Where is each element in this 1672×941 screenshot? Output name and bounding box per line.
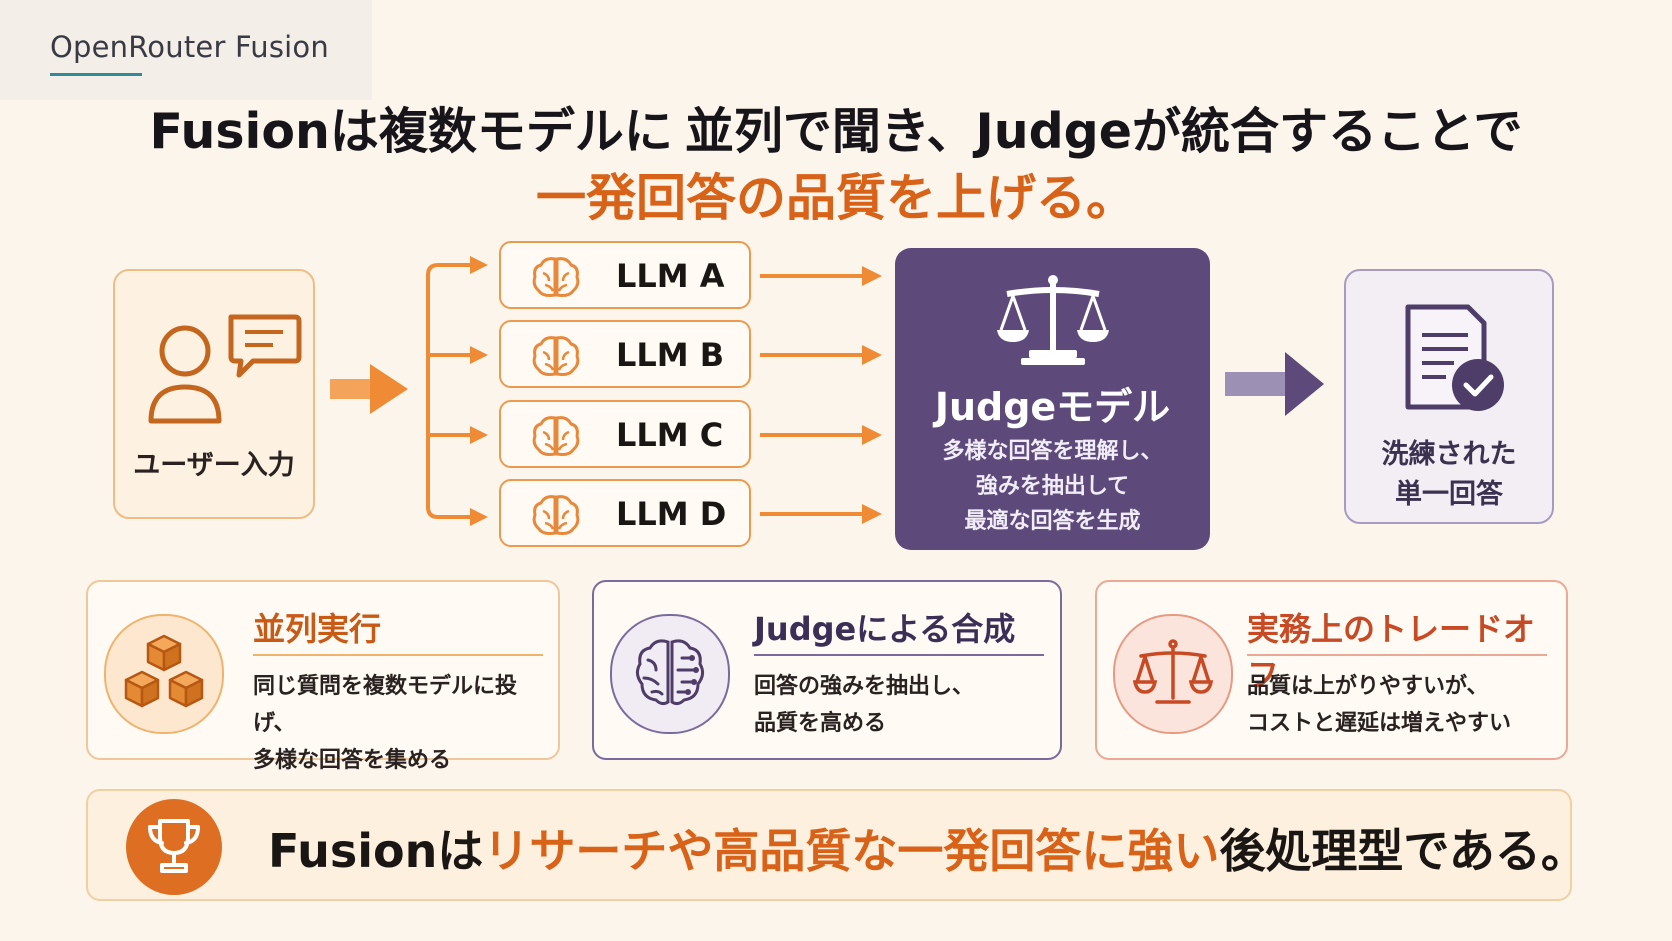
llm-label: LLM D	[616, 495, 727, 533]
circuit-brain-icon	[635, 639, 705, 706]
user-input-card: ユーザー入力	[113, 269, 315, 519]
output-label-line: 単一回答	[1395, 479, 1503, 510]
cubes-icon	[124, 634, 204, 708]
feature-description: 回答の強みを抽出し、 品質を高める	[754, 668, 974, 742]
llm-label: LLM C	[616, 416, 724, 454]
llm-box-a: LLM A	[499, 241, 751, 309]
brain-icon	[532, 416, 580, 456]
feature-title: 並列実行	[253, 610, 382, 648]
feature-desc-line: コストと遅延は増えやすい	[1247, 711, 1512, 736]
trophy-icon	[148, 819, 200, 873]
feature-card-judge: Judgeによる合成 回答の強みを抽出し、 品質を高める	[592, 580, 1062, 760]
llm-label: LLM A	[616, 257, 725, 295]
headline-line1-lead: Fusionは複数モデルに	[149, 103, 673, 160]
judge-desc-line: 多様な回答を理解し、	[942, 439, 1163, 464]
feature-card-parallel: 並列実行 同じ質問を複数モデルに投げ、 多様な回答を集める	[86, 580, 560, 773]
chat-bubble-icon	[228, 314, 302, 378]
conclusion-highlight: リサーチや高品質な一発回答に強い	[483, 824, 1220, 878]
llm-box-d: LLM D	[499, 479, 751, 547]
fanout-arrowheads	[470, 256, 488, 526]
scales-icon	[997, 275, 1109, 365]
judge-model-card: Judgeモデル 多様な回答を理解し、 強みを抽出して 最適な回答を生成	[895, 248, 1210, 550]
judge-desc-line: 最適な回答を生成	[964, 509, 1141, 534]
conclusion-part3: 後処理型である。	[1219, 824, 1587, 878]
brain-icon	[532, 257, 580, 297]
feature-divider	[253, 654, 543, 656]
llm-to-judge-arrows	[760, 266, 882, 524]
judge-title: Judgeモデル	[934, 385, 1171, 429]
feature-desc-line: 同じ質問を複数モデルに投げ、	[253, 674, 518, 736]
user-input-label: ユーザー入力	[133, 450, 295, 481]
feature-icon-circle	[1113, 614, 1233, 734]
feature-description: 同じ質問を複数モデルに投げ、 多様な回答を集める	[253, 668, 558, 779]
feature-desc-line: 回答の強みを抽出し、	[754, 674, 975, 699]
brand-name: OpenRouter Fusion	[50, 30, 329, 64]
brand-underline	[50, 73, 142, 76]
brand-header	[0, 0, 372, 100]
conclusion-banner: Fusionはリサーチや高品質な一発回答に強い後処理型である。	[86, 789, 1587, 901]
feature-card-tradeoff: 実務上のトレードオフ 品質は上がりやすいが、 コストと遅延は増えやすい	[1095, 580, 1568, 760]
brain-icon	[532, 495, 580, 535]
feature-desc-line: 多様な回答を集める	[253, 748, 452, 773]
output-label-line: 洗練された	[1381, 439, 1517, 470]
fanout-bracket	[426, 263, 472, 519]
judge-to-output-arrow	[1225, 352, 1324, 416]
input-arrow	[330, 364, 408, 414]
document-check-icon	[1405, 304, 1504, 411]
feature-description: 品質は上がりやすいが、 コストと遅延は増えやすい	[1247, 668, 1511, 742]
llm-box-b: LLM B	[499, 320, 751, 388]
person-icon	[148, 325, 222, 424]
judge-desc-line: 強みを抽出して	[975, 474, 1130, 499]
feature-title: Judgeによる合成	[754, 610, 1016, 648]
feature-desc-line: 品質は上がりやすいが、	[1247, 674, 1489, 699]
feature-icon-circle	[610, 614, 730, 734]
brain-icon	[532, 336, 580, 376]
llm-box-c: LLM C	[499, 400, 751, 468]
feature-desc-line: 品質を高める	[754, 711, 887, 736]
headline-line2: 一発回答の品質を上げる。	[536, 169, 1136, 227]
output-label: 洗練された 単一回答	[1346, 435, 1552, 515]
feature-divider	[1247, 654, 1547, 656]
feature-title: 実務上のトレードオフ	[1247, 610, 1536, 694]
conclusion-text: Fusionはリサーチや高品質な一発回答に強い後処理型である。	[268, 815, 1587, 881]
conclusion-part1: Fusionは	[268, 824, 484, 878]
output-card: 洗練された 単一回答	[1344, 269, 1554, 524]
feature-divider	[754, 654, 1044, 656]
headline-line1: Fusionは複数モデルに並列で聞き、Judgeが統合することで	[0, 92, 1672, 163]
judge-description: 多様な回答を理解し、 強みを抽出して 最適な回答を生成	[895, 434, 1210, 539]
llm-label: LLM B	[616, 336, 725, 374]
trophy-badge	[126, 799, 222, 895]
scales-icon	[1133, 639, 1213, 704]
feature-icon-circle	[104, 614, 224, 734]
headline-line1-rest: 並列で聞き、Judgeが統合することで	[684, 103, 1523, 160]
